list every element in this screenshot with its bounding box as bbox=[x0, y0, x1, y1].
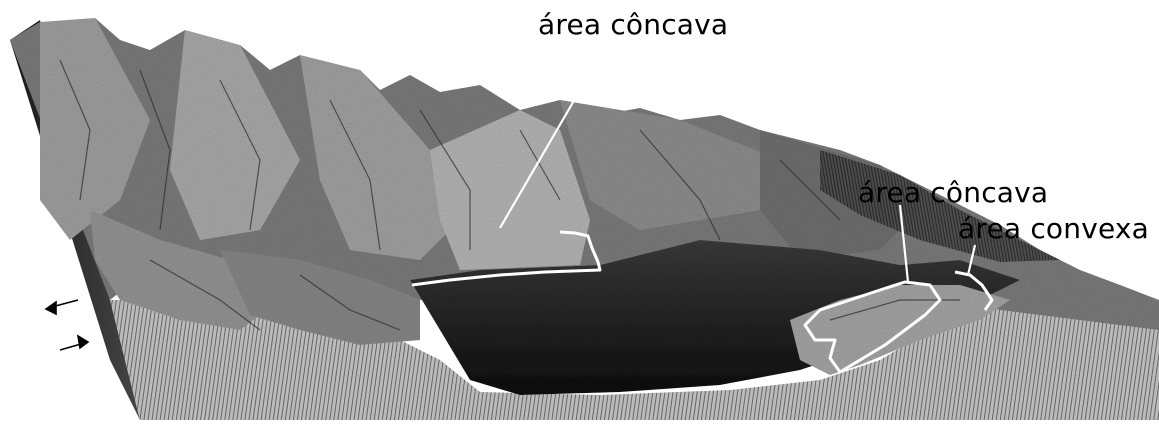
label-concave-area-1: área côncava bbox=[538, 8, 728, 41]
label-concave-area-2: área côncava bbox=[858, 176, 1048, 209]
north-arrow-icon bbox=[46, 300, 88, 350]
label-convex-area: área convexa bbox=[958, 212, 1149, 245]
